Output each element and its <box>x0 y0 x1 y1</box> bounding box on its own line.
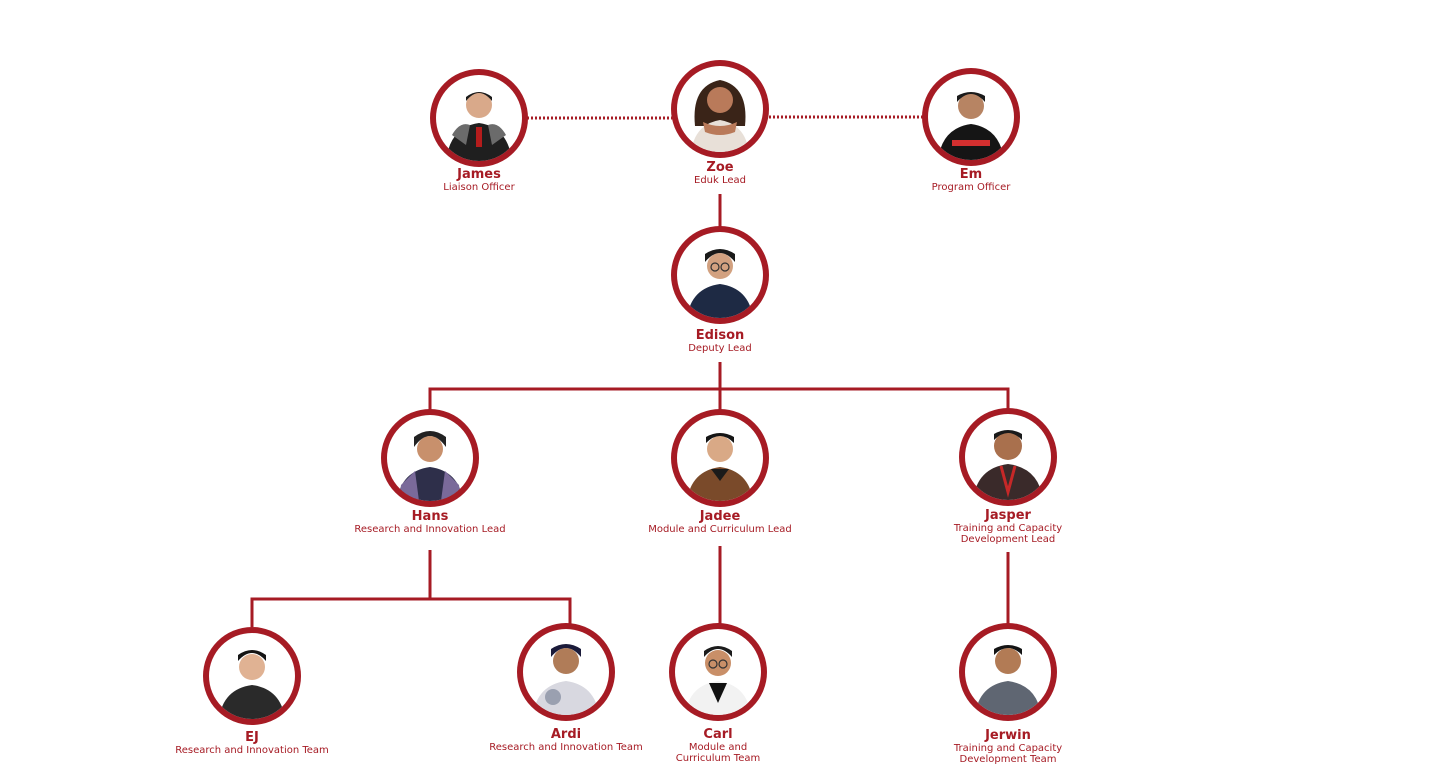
member-role-line-2: Development Lead <box>898 535 1118 545</box>
member-role: Module and Curriculum Lead <box>610 525 830 535</box>
member-role-line-1: Module and <box>608 743 828 753</box>
person-photo-icon <box>387 415 473 501</box>
person-photo-icon <box>677 232 763 318</box>
person-photo-icon <box>677 66 763 152</box>
avatar <box>671 60 769 158</box>
person-photo-icon <box>675 629 761 715</box>
avatar <box>669 623 767 721</box>
avatar <box>430 69 528 167</box>
member-name: Hans <box>320 510 540 524</box>
member-name: Jerwin <box>898 729 1118 743</box>
avatar <box>671 409 769 507</box>
member-name: Zoe <box>610 161 830 175</box>
avatar <box>203 627 301 725</box>
member-role-line-2: Development Team <box>898 755 1118 765</box>
avatar <box>959 623 1057 721</box>
member-role: Liaison Officer <box>369 183 589 193</box>
member-name: Jadee <box>610 510 830 524</box>
member-name: Edison <box>610 329 830 343</box>
member-name: Jasper <box>898 509 1118 523</box>
member-name: Em <box>861 168 1081 182</box>
member-role: Research and Innovation Lead <box>320 525 540 535</box>
avatar <box>381 409 479 507</box>
avatar <box>517 623 615 721</box>
avatar <box>922 68 1020 166</box>
member-role: Deputy Lead <box>610 344 830 354</box>
person-photo-icon <box>523 629 609 715</box>
connector-hans-team-bar <box>252 599 570 627</box>
member-role-line-2: Curriculum Team <box>608 754 828 764</box>
avatar <box>959 408 1057 506</box>
person-photo-icon <box>209 633 295 719</box>
person-photo-icon <box>965 629 1051 715</box>
member-role-line-1: Training and Capacity <box>898 744 1118 754</box>
member-role: Eduk Lead <box>610 176 830 186</box>
member-role-line-1: Training and Capacity <box>898 524 1118 534</box>
member-role: Research and Innovation Team <box>142 746 362 756</box>
member-name: Carl <box>608 728 828 742</box>
avatar <box>671 226 769 324</box>
person-photo-icon <box>965 414 1051 500</box>
member-name: James <box>369 168 589 182</box>
member-role: Program Officer <box>861 183 1081 193</box>
person-photo-icon <box>436 75 522 161</box>
person-photo-icon <box>677 415 763 501</box>
person-photo-icon <box>928 74 1014 160</box>
member-name: EJ <box>142 731 362 745</box>
